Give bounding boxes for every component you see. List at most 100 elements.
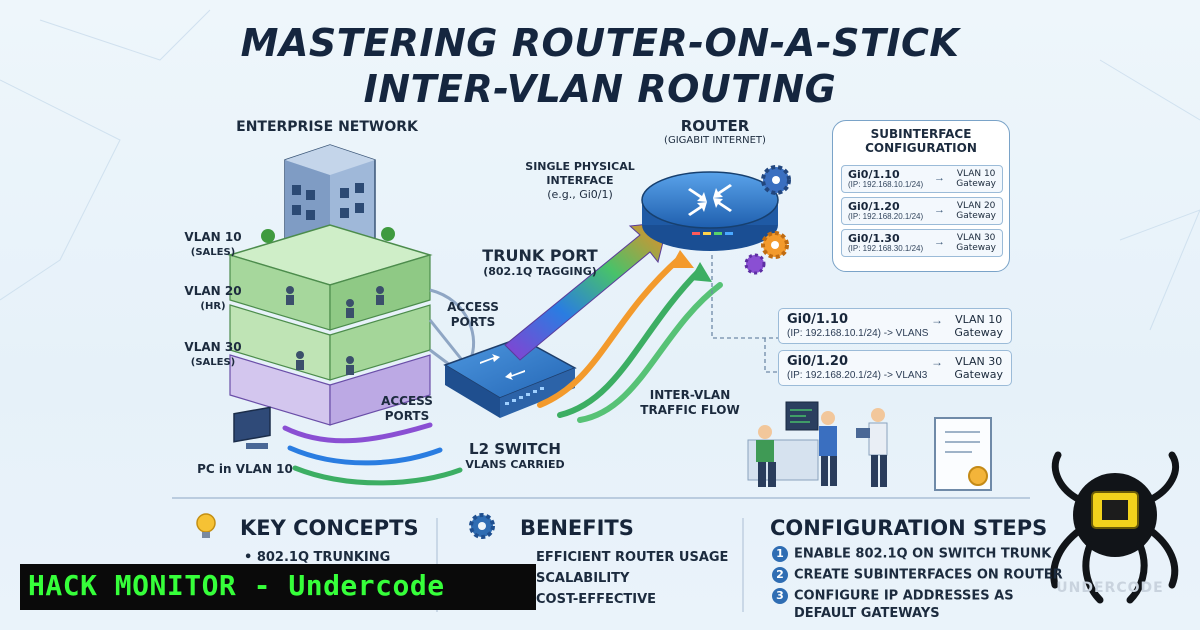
lower-config-row: Gi0/1.10 (IP: 192.168.10.1/24) -> VLANS … xyxy=(778,308,1012,344)
certificate-icon xyxy=(934,417,992,491)
config-step-continuation: DEFAULT GATEWAYS xyxy=(794,606,940,621)
iface-name: Gi0/1.20 xyxy=(787,354,848,369)
label-line: SINGLE PHYSICAL xyxy=(525,160,635,173)
iface-name: Gi0/1.10 xyxy=(787,312,848,327)
l2-switch-label: L2 SWITCH VLANS CARRIED xyxy=(455,440,575,471)
benefit-item: COST-EFFECTIVE xyxy=(536,592,657,607)
lightbulb-icon xyxy=(196,513,216,538)
subif-row: Gi0/1.20 (IP: 192.168.20.1/24) → VLAN 20… xyxy=(841,197,1003,225)
iface-name: Gi0/1.30 xyxy=(848,232,900,245)
arrow-icon: → xyxy=(931,313,943,327)
label-line: INTERFACE xyxy=(546,174,614,187)
step-text: ENABLE 802.1Q ON SWITCH TRUNK xyxy=(794,546,1052,562)
trunk-title: TRUNK PORT xyxy=(482,246,598,265)
subinterface-config-card: SUBINTERFACE CONFIGURATION Gi0/1.10 (IP:… xyxy=(832,120,1010,272)
iface-ip: (IP: 192.168.30.1/24) xyxy=(848,244,924,253)
vlan-name: VLAN 20 xyxy=(184,284,242,298)
iface-name: Gi0/1.10 xyxy=(848,168,900,181)
vlan-dept: (SALES) xyxy=(190,357,236,368)
banner-text: HACK MONITOR - Undercode xyxy=(28,569,445,602)
switch-title: L2 SWITCH xyxy=(469,440,561,458)
iface-ip: (IP: 192.168.20.1/24) xyxy=(848,212,924,221)
arrow-icon: → xyxy=(934,204,945,216)
step-text: CREATE SUBINTERFACES ON ROUTER xyxy=(794,567,1063,583)
vlan-20-label: VLAN 20 (HR) xyxy=(178,284,248,314)
config-step: 1 ENABLE 802.1Q ON SWITCH TRUNK xyxy=(772,546,1051,562)
heading-line: CONFIGURATION xyxy=(865,141,977,155)
heading-line: SUBINTERFACE xyxy=(870,127,972,141)
vlan-name: VLAN 30 xyxy=(184,340,242,354)
pc-label: PC in VLAN 10 xyxy=(197,462,293,476)
benefit-item: SCALABILITY xyxy=(536,571,630,586)
label-line: INTER-VLAN xyxy=(649,388,731,402)
switch-subtitle: VLANS CARRIED xyxy=(465,458,565,471)
target-line: Gateway xyxy=(954,326,1003,339)
hack-monitor-banner: HACK MONITOR - Undercode xyxy=(20,564,536,610)
subif-row: Gi0/1.10 (IP: 192.168.10.1/24) → VLAN 10… xyxy=(841,165,1003,193)
iface-ip: (IP: 192.168.10.1/24) xyxy=(848,180,924,189)
iface-name: Gi0/1.20 xyxy=(848,200,900,213)
page-title: MASTERING ROUTER-ON-A-STICK INTER-VLAN R… xyxy=(0,20,1200,112)
step-number: 1 xyxy=(772,546,788,562)
gear-icon xyxy=(744,165,791,275)
target-line: VLAN 30 xyxy=(955,355,1003,368)
pc-icon xyxy=(233,406,271,449)
vlan-30-label: VLAN 30 (SALES) xyxy=(178,340,248,370)
target-line: Gateway xyxy=(956,211,996,221)
settings-gear-icon xyxy=(469,513,495,539)
vlan-dept: (SALES) xyxy=(190,247,236,258)
undercode-logo xyxy=(1050,451,1180,604)
building-icon xyxy=(227,144,433,426)
label-line: ACCESS xyxy=(381,394,433,408)
vlan-name: VLAN 10 xyxy=(184,230,242,244)
benefit-item: EFFICIENT ROUTER USAGE xyxy=(536,550,729,565)
arrow-icon: → xyxy=(934,236,945,248)
target-line: VLAN 30 xyxy=(956,233,996,243)
title-line-2: INTER-VLAN ROUTING xyxy=(363,67,837,111)
target-line: Gateway xyxy=(956,179,996,189)
dashed-connector xyxy=(711,255,778,373)
label-line: PORTS xyxy=(384,409,430,423)
label-line: (e.g., Gi0/1) xyxy=(547,188,613,201)
target-line: Gateway xyxy=(956,243,996,253)
logo-text: UNDERCODE xyxy=(1056,580,1164,596)
item-text: 802.1Q TRUNKING xyxy=(256,550,391,565)
subif-row: Gi0/1.30 (IP: 192.168.30.1/24) → VLAN 30… xyxy=(841,229,1003,257)
card-heading: SUBINTERFACE CONFIGURATION xyxy=(833,127,1009,155)
target-line: VLAN 10 xyxy=(956,169,996,179)
intervlan-flow-label: INTER-VLAN TRAFFIC FLOW xyxy=(630,388,750,418)
physical-interface-label: SINGLE PHYSICAL INTERFACE (e.g., Gi0/1) xyxy=(515,160,645,202)
engineers-icon xyxy=(747,401,888,487)
config-step: 3 CONFIGURE IP ADDRESSES AS xyxy=(772,588,1014,604)
config-steps-heading: CONFIGURATION STEPS xyxy=(770,516,1048,540)
benefits-heading: BENEFITS xyxy=(520,516,634,540)
pc-links xyxy=(282,422,463,486)
label-line: TRAFFIC FLOW xyxy=(640,403,740,417)
target-line: VLAN 20 xyxy=(956,201,996,211)
l2-switch-icon xyxy=(443,337,577,418)
router-title: ROUTER xyxy=(680,117,750,135)
background-mesh xyxy=(0,9,1200,331)
step-text: CONFIGURE IP ADDRESSES AS xyxy=(794,588,1014,604)
step-number: 3 xyxy=(772,588,788,604)
iface-ip: (IP: 192.168.20.1/24) -> VLAN3 xyxy=(787,370,928,381)
iface-ip: (IP: 192.168.10.1/24) -> VLANS xyxy=(787,328,929,339)
router-heading: ROUTER (GIGABIT INTERNET) xyxy=(645,117,785,146)
arrow-icon: → xyxy=(931,355,943,369)
enterprise-network-heading: ENTERPRISE NETWORK xyxy=(236,119,418,135)
lower-config-row: Gi0/1.20 (IP: 192.168.20.1/24) -> VLAN3 … xyxy=(778,350,1012,386)
key-concepts-heading: KEY CONCEPTS xyxy=(240,516,419,540)
vlan-10-label: VLAN 10 (SALES) xyxy=(178,230,248,260)
access-ports-label-upper: ACCESS PORTS xyxy=(438,300,508,330)
access-ports-label-lower: ACCESS PORTS xyxy=(372,394,442,424)
key-concept-item: • 802.1Q TRUNKING xyxy=(244,550,391,565)
arrow-icon: → xyxy=(934,172,945,184)
target-line: VLAN 10 xyxy=(955,313,1003,326)
trunk-subtitle: (802.1Q TAGGING) xyxy=(483,265,597,278)
